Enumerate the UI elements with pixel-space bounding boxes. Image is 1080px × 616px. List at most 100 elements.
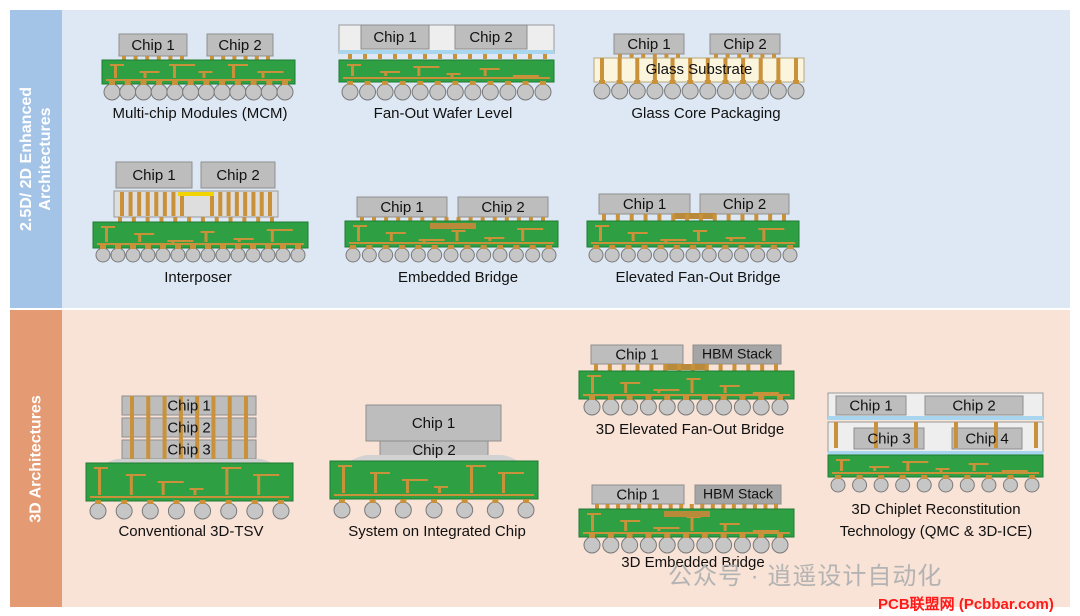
fowl-ball-pad <box>434 81 441 85</box>
qmc-rdl-bottom <box>828 451 1043 455</box>
glass-ball <box>787 82 805 100</box>
3deb-bump <box>595 504 599 509</box>
qmc-ball-pad <box>921 475 928 479</box>
efb-chip-2 <box>699 193 790 215</box>
3deb-ball <box>658 536 676 554</box>
tsv-ball-pad <box>225 500 232 504</box>
qmc-ball-pad <box>1029 475 1035 479</box>
efb-caption: Elevated Fan-Out Bridge <box>615 269 780 286</box>
efb-chip-1-label: Chip 1 <box>623 196 666 213</box>
fowl-ball <box>516 83 534 101</box>
mcm-substrate-via <box>143 71 147 78</box>
mcm-ball-pad <box>140 81 147 85</box>
interposer-substrate-trace <box>266 229 293 231</box>
fowl-substrate-via <box>450 73 454 77</box>
interposer-substrate-via <box>138 233 142 242</box>
mcm-bump <box>156 56 161 61</box>
qmc-ball-pad <box>856 475 863 479</box>
fowl-substrate-trace <box>380 71 401 73</box>
interposer-bump <box>173 217 178 222</box>
tsv-substrate-via <box>98 467 101 495</box>
qmc-chip-1 <box>835 395 907 416</box>
3deb-substrate-via <box>591 513 594 531</box>
qmc-substrate-via <box>873 466 877 471</box>
tsv-ball <box>194 502 212 520</box>
eb-chip-1-label: Chip 1 <box>380 199 423 216</box>
tsv-substrate-plane <box>90 496 289 498</box>
mcm-ball-pad <box>250 81 257 85</box>
qmc-ball-pad <box>899 475 906 479</box>
3deb-bump <box>752 504 757 509</box>
interposer-bump <box>187 217 192 222</box>
soic-ball <box>333 501 351 519</box>
3defb-ball <box>696 398 714 416</box>
qmc-via <box>914 422 918 448</box>
efb-ball-pad <box>673 245 680 249</box>
mcm-substrate-trace <box>257 71 284 73</box>
efb-substrate-trace <box>627 232 648 234</box>
eb-bump <box>396 217 401 222</box>
glass-substrate-label: Glass Substrate <box>646 61 753 78</box>
3defb-pillar <box>663 364 668 371</box>
efb-substrate-via <box>762 228 766 241</box>
qmc-chip-2 <box>924 395 1024 416</box>
tsv-substrate <box>85 462 294 502</box>
glass-ball-pad <box>687 80 694 84</box>
mcm-ball <box>182 83 200 101</box>
glass-ball-pad <box>722 80 729 84</box>
mcm-ball-pad <box>234 81 241 85</box>
eb-substrate-trace <box>385 232 406 234</box>
eb-ball-pad <box>399 245 405 249</box>
qmc-ball <box>1002 477 1018 493</box>
3defb-pillar <box>774 364 778 371</box>
glass-ball <box>593 82 611 100</box>
3defb-ball <box>621 398 639 416</box>
3defb-ball-pad <box>739 396 746 400</box>
3defb-substrate-via <box>657 389 661 393</box>
glass-ball <box>699 82 717 100</box>
mcm-ball <box>245 83 263 101</box>
efb-ball <box>620 247 636 263</box>
qmc-chip-3-label: Chip 3 <box>867 430 910 447</box>
fowl-bump <box>378 54 382 59</box>
3deb-caption: 3D Embedded Bridge <box>621 554 764 571</box>
mcm-ball <box>197 83 215 101</box>
interposer-tsv <box>251 192 256 216</box>
glass-ball-pad <box>616 80 623 84</box>
eb-bump <box>420 217 425 222</box>
fowl-ball <box>534 83 552 101</box>
interposer-ball <box>95 247 111 263</box>
glass-bump <box>618 54 622 59</box>
qmc-ball <box>830 477 846 493</box>
fowl-ball-pad <box>504 81 511 85</box>
interposer-ball <box>245 247 261 263</box>
qmc-caption-line2: Technology (QMC & 3D-ICE) <box>840 523 1033 540</box>
interposer-ball-pad <box>235 245 241 249</box>
3defb-ball <box>583 398 601 416</box>
efb-substrate-via <box>697 230 700 241</box>
efb-ball-pad <box>609 245 616 249</box>
tsv-underfill <box>106 458 272 463</box>
interposer-substrate-plane <box>97 243 304 245</box>
eb-substrate-via <box>357 225 360 241</box>
interposer-bump <box>270 217 274 222</box>
mcm-substrate-trace <box>169 64 195 66</box>
soic-caption: System on Integrated Chip <box>348 523 526 540</box>
fowl-substrate-via <box>483 68 487 76</box>
interposer-bump <box>242 217 247 222</box>
mcm-bump <box>133 56 138 61</box>
eb-bump <box>492 217 497 222</box>
soic-ball-pad <box>339 499 345 503</box>
fowl-ball-pad <box>469 81 476 85</box>
fowl-ball <box>464 83 482 101</box>
interposer-caption: Interposer <box>164 269 232 286</box>
eb-bump <box>408 217 413 222</box>
efb-ball <box>717 247 733 263</box>
tsv-ball <box>272 502 290 520</box>
soic-ball <box>364 501 382 519</box>
eb-ball-pad <box>350 245 356 249</box>
glass-ball <box>734 82 752 100</box>
qmc-ball-pad <box>985 475 992 479</box>
interposer-ball <box>185 247 201 263</box>
mcm-ball <box>229 83 247 101</box>
